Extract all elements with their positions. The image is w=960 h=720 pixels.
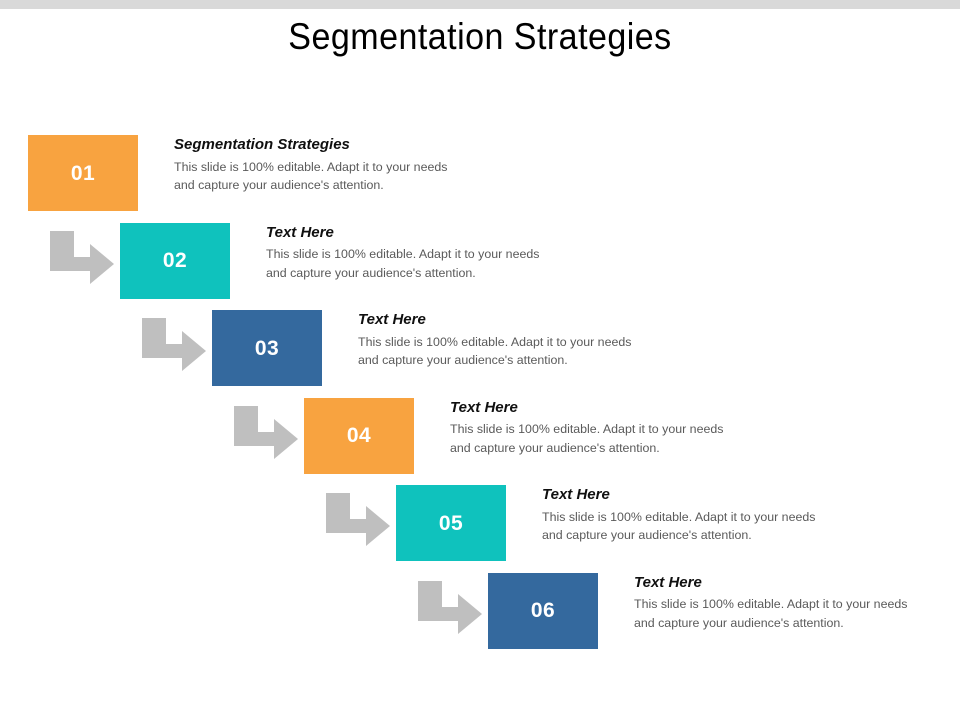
step-number-box-05[interactable]: 05	[396, 485, 506, 561]
step-description: This slide is 100% editable. Adapt it to…	[450, 422, 724, 455]
step-number-box-06[interactable]: 06	[488, 572, 598, 649]
step-heading: Text Here	[358, 311, 426, 328]
step-description: This slide is 100% editable. Adapt it to…	[266, 247, 540, 280]
step-heading: Text Here	[450, 398, 518, 416]
elbow-arrow-icon	[46, 230, 114, 291]
elbow-arrow-icon	[322, 493, 390, 553]
step-number-box-04[interactable]: 04	[304, 397, 414, 474]
step-number-label: 05	[438, 511, 464, 535]
step-number-box-02[interactable]: 02	[120, 222, 230, 299]
page-title: Segmentation Strategies	[288, 16, 672, 57]
step-heading: Segmentation Strategies	[174, 136, 350, 153]
top-band	[0, 0, 960, 9]
step-heading: Text Here	[542, 486, 610, 503]
step-number-label: 06	[530, 599, 556, 622]
step-heading: Text Here	[266, 223, 334, 241]
step-description: This slide is 100% editable. Adapt it to…	[174, 159, 448, 193]
step-description: This slide is 100% editable. Adapt it to…	[358, 334, 632, 368]
step-number-label: 02	[162, 249, 188, 272]
step-number-label: 04	[346, 424, 372, 447]
step-number-box-01[interactable]: 01	[28, 135, 138, 211]
elbow-arrow-icon	[414, 580, 482, 641]
step-description: This slide is 100% editable. Adapt it to…	[542, 509, 816, 543]
step-description: This slide is 100% editable. Adapt it to…	[634, 597, 908, 630]
elbow-arrow-icon	[230, 405, 298, 466]
step-number-label: 03	[254, 336, 280, 360]
step-heading: Text Here	[634, 573, 702, 591]
step-number-box-03[interactable]: 03	[212, 310, 322, 386]
step-number-label: 01	[70, 161, 96, 185]
elbow-arrow-icon	[138, 318, 206, 378]
